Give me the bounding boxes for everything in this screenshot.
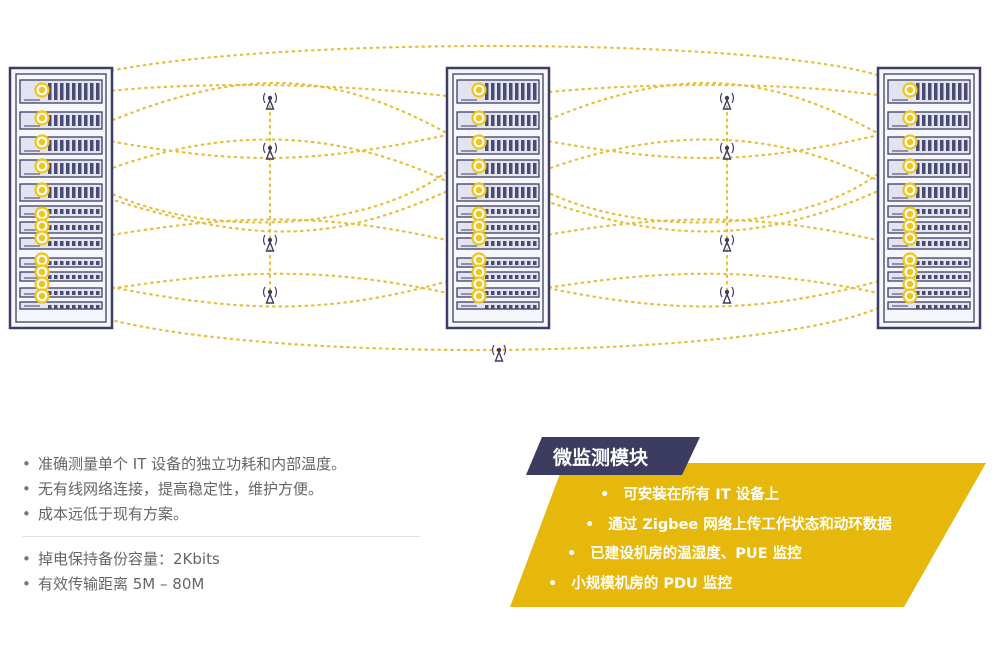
antenna-icon (719, 286, 735, 304)
module-feature-item: 可安装在所有 IT 设备上 (600, 483, 779, 504)
sensor-node-icon (471, 182, 487, 198)
feature-item: 无有线网络连接，提高稳定性，维护方便。 (22, 477, 422, 502)
connection-link (40, 82, 481, 154)
server-unit (887, 237, 971, 250)
feature-list: 准确测量单个 IT 设备的独立功耗和内部温度。 无有线网络连接，提高稳定性，维护… (22, 452, 422, 597)
antenna-icon (262, 286, 278, 304)
server-unit (456, 301, 540, 310)
module-feature-item: 已建设机房的温湿度、PUE 监控 (567, 542, 801, 563)
sensor-node-icon (34, 82, 50, 98)
sensor-node-icon (34, 206, 50, 222)
server-unit (456, 257, 540, 268)
sensor-node-icon (34, 110, 50, 126)
server-unit (19, 301, 103, 310)
server-unit (887, 205, 971, 218)
sensor-node-icon (34, 276, 50, 292)
module-title-background (526, 437, 700, 475)
sensor-node-icon (34, 158, 50, 174)
server-unit (456, 237, 540, 250)
sensor-node-icon (34, 230, 50, 246)
feature-item: 成本远低于现有方案。 (22, 502, 422, 527)
connection-link (40, 218, 481, 250)
sensor-node-icon (471, 288, 487, 304)
sensor-node-icon (471, 82, 487, 98)
feature-group-2: 掉电保持备份容量：2Kbits 有效传输距离 5M – 80M (22, 547, 422, 597)
server-unit (19, 271, 103, 282)
antenna-icon (262, 234, 278, 252)
sensor-node-icon (902, 182, 918, 198)
sensor-node-icon (902, 82, 918, 98)
sensor-node-icon (471, 110, 487, 126)
module-feature-item: 通过 Zigbee 网络上传工作状态和动环数据 (585, 513, 892, 534)
connection-link (477, 218, 912, 250)
sensor-node-icon (471, 158, 487, 174)
sensor-node-icon (471, 230, 487, 246)
connection-link (477, 174, 912, 233)
sensor-node-icon (34, 264, 50, 280)
divider (22, 536, 420, 537)
server-unit (19, 257, 103, 268)
antenna-icon (262, 92, 278, 110)
server-unit (887, 301, 971, 310)
connection-link (477, 126, 912, 160)
connection-link (477, 272, 912, 302)
sensor-node-icon (902, 134, 918, 150)
connection-link (477, 138, 912, 200)
connection-link (40, 270, 481, 308)
antenna-icon (719, 142, 735, 160)
server-rack-icon (876, 66, 982, 330)
feature-group-1: 准确测量单个 IT 设备的独立功耗和内部温度。 无有线网络连接，提高稳定性，维护… (22, 452, 422, 527)
server-rack-icon (445, 66, 551, 330)
server-unit (19, 205, 103, 218)
sensor-node-icon (902, 110, 918, 126)
antenna-icon (719, 92, 735, 110)
sensor-node-icon (902, 230, 918, 246)
connection-link (40, 138, 481, 200)
server-unit (887, 257, 971, 268)
feature-item: 准确测量单个 IT 设备的独立功耗和内部温度。 (22, 452, 422, 477)
sensor-node-icon (902, 158, 918, 174)
antenna-icon (491, 344, 507, 362)
server-unit (456, 287, 540, 298)
sensor-node-icon (34, 288, 50, 304)
antenna-icon (719, 234, 735, 252)
sensor-node-icon (471, 252, 487, 268)
antenna-icon (262, 142, 278, 160)
sensor-node-icon (471, 134, 487, 150)
server-unit (19, 237, 103, 250)
server-unit (887, 271, 971, 282)
server-unit (19, 221, 103, 234)
module-title: 微监测模块 (526, 437, 700, 475)
feature-item: 掉电保持备份容量：2Kbits (22, 547, 422, 572)
sensor-node-icon (902, 288, 918, 304)
wireless-network-diagram (8, 44, 982, 362)
server-rack-icon (8, 66, 114, 330)
feature-item: 有效传输距离 5M – 80M (22, 572, 422, 597)
connection-link (40, 174, 481, 233)
sensor-node-icon (34, 182, 50, 198)
connection-link (40, 282, 912, 352)
module-title-label: 微监测模块 (553, 447, 649, 469)
sensor-node-icon (902, 218, 918, 234)
module-feature-item: 小规模机房的 PDU 监控 (548, 572, 732, 593)
sensor-node-icon (34, 134, 50, 150)
server-unit (456, 271, 540, 282)
connection-link (477, 81, 912, 154)
